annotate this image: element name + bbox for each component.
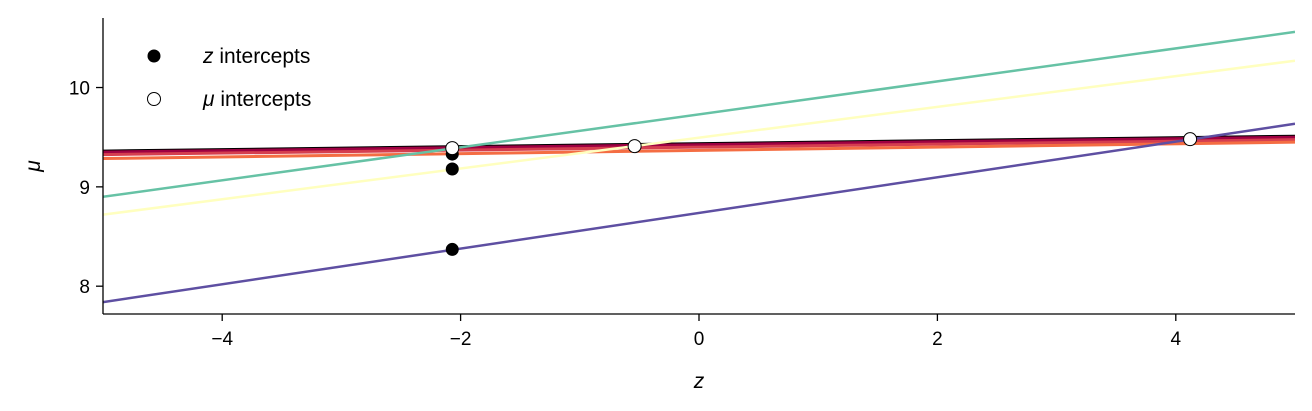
legend-label-z-intercepts: z intercepts <box>202 45 310 68</box>
x-tick-label: 0 <box>694 329 705 350</box>
mu-intercept-point <box>1183 132 1198 147</box>
series-line <box>103 122 1295 304</box>
y-tick-label: 8 <box>79 277 90 298</box>
z-intercept-point <box>445 242 459 256</box>
y-tick-label: 9 <box>79 178 90 199</box>
x-tick-label: −2 <box>450 329 472 350</box>
y-tick-label: 10 <box>69 79 90 100</box>
axes-layer: −4 −2 0 2 4 8 9 10 <box>69 18 1295 350</box>
legend-marker-mu-intercepts <box>147 92 161 106</box>
mu-intercept-point <box>445 141 460 156</box>
legend-marker-z-intercepts <box>147 49 161 63</box>
legend-label-mu-intercepts: μ intercepts <box>202 88 311 111</box>
mu-intercept-point <box>627 139 642 154</box>
legend: z intercepts μ intercepts <box>147 45 311 111</box>
series-layer <box>103 30 1295 304</box>
x-tick-label: 4 <box>1171 329 1182 350</box>
series-line <box>103 138 1295 157</box>
y-axis-label: μ <box>22 160 45 173</box>
series-line <box>103 140 1295 161</box>
series-line <box>103 30 1295 199</box>
series-line <box>103 135 1295 155</box>
marker-layer <box>445 132 1198 256</box>
series-line <box>103 59 1295 216</box>
z-intercept-point <box>445 162 459 176</box>
x-tick-label: −4 <box>211 329 233 350</box>
x-tick-label: 2 <box>932 329 943 350</box>
x-axis-label: z <box>693 370 705 393</box>
